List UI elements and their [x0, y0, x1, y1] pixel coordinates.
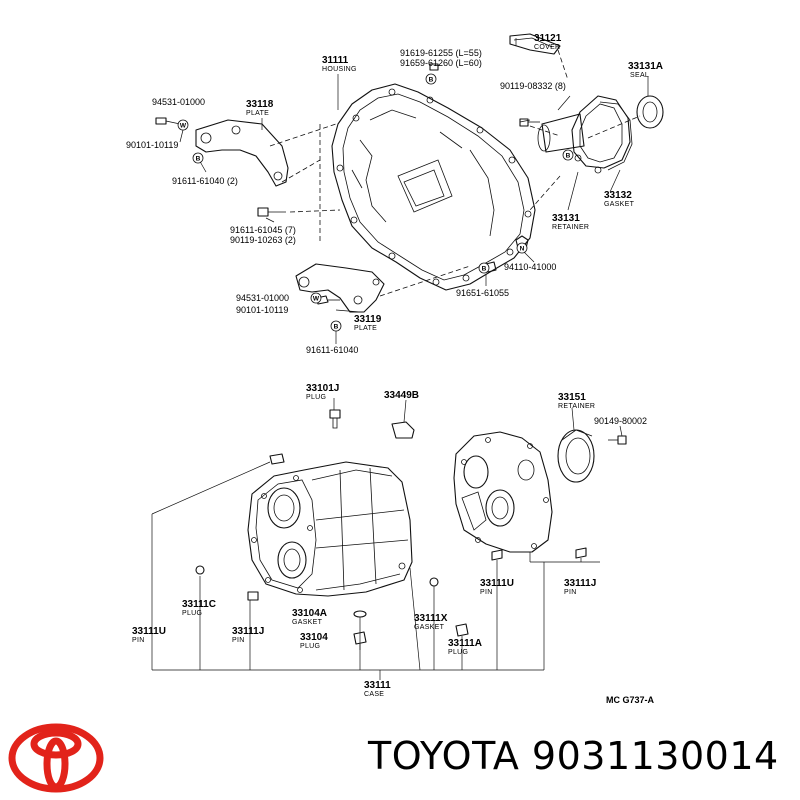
label-33131a-sub: SEAL	[630, 72, 649, 79]
plate-33118-drawing	[195, 119, 289, 187]
label-31111-housing: 31111	[322, 55, 349, 66]
label-94531-01000-lower: 94531-01000	[236, 293, 289, 303]
label-33111c: 33111C	[182, 599, 216, 610]
label-90149-80002: 90149-80002	[594, 416, 647, 426]
logo-rings	[8, 723, 104, 793]
bolt-marker: B	[482, 266, 487, 273]
label-33111j-left: 33111J	[232, 626, 264, 637]
label-33151-sub: RETAINER	[558, 403, 595, 410]
diagram-code: MC G737-A	[606, 695, 655, 705]
label-33111j-right: 33111J	[564, 578, 596, 589]
transmission-case-drawing	[247, 461, 413, 597]
label-33111x: 33111X	[414, 613, 448, 624]
lower-leader-lines	[151, 398, 623, 680]
seal-33131a-drawing	[636, 95, 664, 129]
case-extension-drawing	[453, 431, 553, 553]
label-33101j-sub: PLUG	[306, 394, 326, 401]
washer-marker: W	[313, 296, 320, 303]
label-33131a: 33131A	[628, 61, 663, 72]
label-33111j-left-sub: PIN	[232, 637, 245, 644]
label-33111a: 33111A	[448, 638, 482, 649]
upper-labels: 31121 COVER 31111 HOUSING 91619-61255 (L…	[126, 33, 663, 355]
label-33104-sub: PLUG	[300, 643, 320, 650]
cover-31121-drawing	[509, 33, 561, 55]
bolt-marker: B	[196, 156, 201, 163]
label-33111x-sub: GASKET	[414, 624, 445, 631]
label-33151: 33151	[558, 392, 586, 403]
label-33118-sub: PLATE	[246, 110, 269, 117]
label-33111-case: 33111	[364, 680, 391, 691]
label-33104a: 33104A	[292, 608, 327, 619]
bolt-marker: B	[429, 77, 434, 84]
retainer-33131-drawing	[519, 95, 631, 174]
label-33111u-right: 33111U	[480, 578, 514, 589]
gasket-33132-drawing	[599, 101, 633, 171]
bolt-marker: B	[566, 153, 571, 160]
label-33101j: 33101J	[306, 383, 339, 394]
label-33111u-left: 33111U	[132, 626, 166, 637]
label-91651-61055: 91651-61055	[456, 288, 509, 298]
upper-markers: B W B B N B W B	[177, 73, 574, 332]
label-91619-61255: 91619-61255 (L=55)	[400, 48, 482, 58]
label-91659-61260: 91659-61260 (L=60)	[400, 58, 482, 68]
label-33131-sub: RETAINER	[552, 224, 589, 231]
label-33111-case-sub: CASE	[364, 691, 384, 698]
label-33104a-sub: GASKET	[292, 619, 323, 626]
label-33111j-right-sub: PIN	[564, 589, 577, 596]
label-91611-61040-2: 91611-61040 (2)	[172, 176, 238, 186]
lower-labels: 33101J PLUG 33449B 33151 RETAINER 90149-…	[132, 383, 655, 705]
lower-small-parts-drawing	[195, 409, 627, 645]
retainer-33151-drawing	[557, 429, 595, 483]
label-94531-01000-upper: 94531-01000	[152, 97, 205, 107]
label-90101-10119-upper: 90101-10119	[126, 140, 178, 150]
label-33111c-sub: PLUG	[182, 610, 202, 617]
label-90119-10263: 90119-10263 (2)	[230, 235, 296, 245]
label-33111u-right-sub: PIN	[480, 589, 493, 596]
brand-part-number: TOYOTA 9031130014	[368, 734, 779, 778]
label-31121-sub: COVER	[534, 44, 560, 51]
washer-marker: W	[180, 123, 187, 130]
label-33118: 33118	[246, 99, 274, 110]
label-33111a-sub: PLUG	[448, 649, 468, 656]
label-94110-41000: 94110-41000	[504, 262, 556, 272]
upper-dashed-lines	[269, 49, 641, 297]
clutch-housing-drawing	[331, 83, 536, 291]
label-33119: 33119	[354, 314, 382, 325]
bolt-marker: B	[334, 324, 339, 331]
nut-marker: N	[520, 246, 525, 253]
label-91611-61045: 91611-61045 (7)	[230, 225, 296, 235]
label-33111u-left-sub: PIN	[132, 637, 145, 644]
toyota-logo-icon	[8, 723, 104, 793]
label-33131: 33131	[552, 213, 580, 224]
label-33449b: 33449B	[384, 390, 419, 401]
label-91611-61040: 91611-61040	[306, 345, 358, 355]
label-90119-08332: 90119-08332 (8)	[500, 81, 566, 91]
label-31111-housing-sub: HOUSING	[322, 66, 357, 73]
label-31121: 31121	[534, 33, 562, 44]
plate-33119-drawing	[295, 263, 385, 313]
label-33104: 33104	[300, 632, 328, 643]
label-33119-sub: PLATE	[354, 325, 377, 332]
label-33132-sub: GASKET	[604, 201, 635, 208]
label-33132: 33132	[604, 190, 632, 201]
label-90101-10119-lower: 90101-10119	[236, 305, 288, 315]
